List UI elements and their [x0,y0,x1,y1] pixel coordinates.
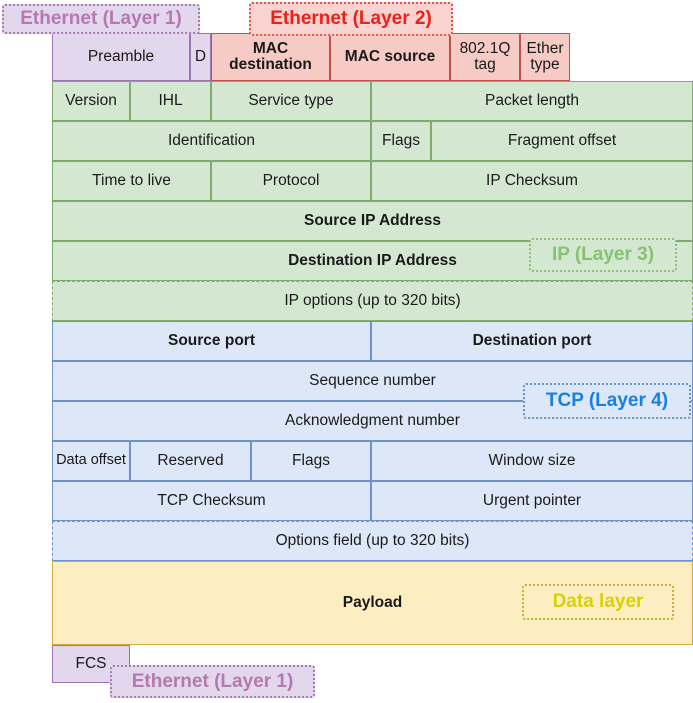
field-ip-identification: Identification [52,121,371,161]
field-vlan-tag: 802.1Q tag [450,33,520,81]
field-tcp-reserved: Reserved [130,441,251,481]
badge-ethernet-layer-2: Ethernet (Layer 2) [249,2,453,36]
field-tcp-data-offset: Data offset [52,441,130,481]
badge-ip-layer-3: IP (Layer 3) [529,238,677,272]
field-tcp-urgent-pointer: Urgent pointer [371,481,693,521]
field-ip-options: IP options (up to 320 bits) [52,281,693,321]
badge-tcp-layer-4: TCP (Layer 4) [523,383,691,419]
field-mac-destination: MAC destination [211,33,330,81]
field-ip-service-type: Service type [211,81,371,121]
field-ip-flags: Flags [371,121,431,161]
field-ip-version: Version [52,81,130,121]
field-tcp-flags: Flags [251,441,371,481]
field-mac-source: MAC source [330,33,450,81]
field-ip-packet-length: Packet length [371,81,693,121]
badge-data-layer: Data layer [522,584,674,620]
field-ip-checksum: IP Checksum [371,161,693,201]
field-preamble: Preamble [52,33,190,81]
field-tcp-checksum: TCP Checksum [52,481,371,521]
badge-ethernet-layer-1-top: Ethernet (Layer 1) [2,4,200,34]
field-ip-ihl: IHL [130,81,211,121]
field-tcp-destination-port: Destination port [371,321,693,361]
field-ip-protocol: Protocol [211,161,371,201]
badge-ethernet-layer-1-bottom: Ethernet (Layer 1) [110,665,315,698]
field-tcp-options: Options field (up to 320 bits) [52,521,693,561]
field-start-frame-delimiter: D [190,33,211,81]
field-source-ip-address: Source IP Address [52,201,693,241]
field-ip-time-to-live: Time to live [52,161,211,201]
field-ip-fragment-offset: Fragment offset [431,121,693,161]
field-tcp-acknowledgment-number: Acknowledgment number [52,401,693,441]
field-ether-type: Ether type [520,33,570,81]
field-tcp-source-port: Source port [52,321,371,361]
field-tcp-window-size: Window size [371,441,693,481]
